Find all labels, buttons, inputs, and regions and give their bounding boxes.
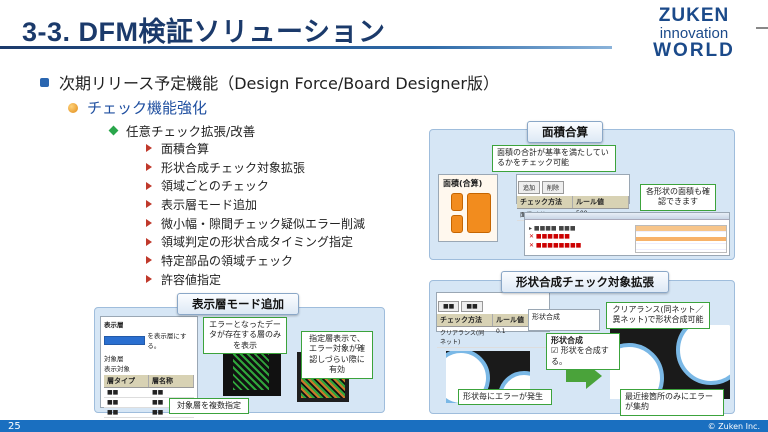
area-shape-label: 面積(合算) [443,179,483,188]
callout-clearance: クリアランス(同ネット／異ネット)で形状合成可能 [606,302,710,329]
col-rule: ルール値 [573,196,629,208]
bullet-level3: 任意チェック拡張/改善 [108,121,256,140]
caption-multi-layer: 対象層を複数指定 [169,398,249,415]
logo-dash [756,27,768,29]
list-item: 領域ごとのチェック [146,176,365,195]
triangle-bullet-icon [146,275,152,284]
col-method: チェック方法 [437,314,493,326]
result-table [635,225,727,253]
list-item: 形状合成チェック対象拡張 [146,158,365,177]
list-item: 微小幅・隙間チェック疑似エラー削減 [146,214,365,233]
triangle-bullet-icon [146,181,152,190]
caption-after: 最近接箇所のみにエラーが集約 [620,389,724,416]
circle-bullet-icon [68,102,78,113]
label-target: 対象層 [104,355,124,363]
triangle-bullet-icon [146,219,152,228]
option-title: 形状合成 [551,336,583,345]
label-display-layer: 表示層 [104,321,124,329]
footer-bar [0,420,768,432]
square-bullet-icon [40,77,49,87]
col-method: チェック方法 [517,196,573,208]
col-layer-name: 層名称 [149,375,194,387]
bullet-level1-text: 次期リリース予定機能（Design Force/Board Designer版） [59,74,499,93]
shape-merge-panel: ■■■■ チェック方法ルール値 クリアランス(同ネット)0.1 形状合成 形状合… [429,280,735,416]
triangle-bullet-icon [146,163,152,172]
shape-merge-panel-title: 形状合成チェック対象拡張 [501,271,669,293]
merge-option-box: 形状合成 [528,309,600,331]
col-layer-type: 層タイプ [104,375,149,387]
title-underline [0,46,612,49]
zuken-logo: ZUKEN innovation WORLD [653,5,735,61]
merge-option-callout: 形状合成 ☑ 形状を合成する。 [546,333,620,371]
bullet-level1: 次期リリース予定機能（Design Force/Board Designer版） [40,70,499,94]
callout-each-area: 各形状の面積も確認できます [640,184,716,211]
page-title: 3-3. DFM検証ソリューション [22,17,386,47]
result-tree: ▸ ■■■■ ■■■✕ ■■■■■■✕ ■■■■■■■■ [529,225,582,249]
copyright: © Zuken Inc. [707,422,760,431]
list-item: 面積合算 [146,139,365,158]
list-item: 表示層モード追加 [146,195,365,214]
list-item: 許容値指定 [146,270,365,289]
add-button[interactable]: ■■ [438,301,460,312]
list-item: 領域判定の形状合成タイミング指定 [146,232,365,251]
shape-b [451,215,463,233]
callout-error-layer: エラーとなったデータが存在する層のみを表示 [203,317,287,355]
after-shape-view [610,325,730,399]
add-button[interactable]: 追加 [518,181,541,194]
area-shape-window: 面積(合算) [438,174,498,242]
delete-button[interactable]: 削除 [542,181,565,194]
bullet-level3-text: 任意チェック拡張/改善 [126,124,256,139]
delete-button[interactable]: ■■ [461,301,483,312]
feature-list: 面積合算 形状合成チェック対象拡張 領域ごとのチェック 表示層モード追加 微小幅… [146,139,365,289]
merge-checkbox[interactable]: ☑ 形状を合成する。 [551,346,609,366]
caption-before: 形状毎にエラーが発生 [458,389,552,406]
list-item: 特定部品の領域チェック [146,251,365,270]
bullet-level2-text: チェック機能強化 [87,99,208,117]
shape-c [467,193,491,233]
triangle-bullet-icon [146,200,152,209]
row-method: クリアランス(同ネット) [440,330,485,346]
triangle-bullet-icon [146,144,152,153]
triangle-bullet-icon [146,237,152,246]
shape-a [451,193,463,211]
diamond-bullet-icon [108,125,119,136]
page-number: 25 [8,421,21,432]
area-sum-panel-title: 面積合算 [527,121,603,143]
layer-settings-window: 表示層 を表示層にする。 対象層 表示対象 層タイプ層名称 ■■■■ ■■■■ … [100,316,198,418]
display-layer-panel: 表示層 を表示層にする。 対象層 表示対象 層タイプ層名称 ■■■■ ■■■■ … [94,307,385,418]
check-result-window: ▸ ■■■■ ■■■✕ ■■■■■■✕ ■■■■■■■■ [524,212,730,256]
label-apply: を表示層にする。 [147,332,187,350]
triangle-bullet-icon [146,256,152,265]
callout-specified-layer: 指定層表示で、エラー対象が確認しづらい際に有効 [301,331,373,379]
label-show-target: 表示対象 [104,365,130,373]
layer-select[interactable] [104,335,146,345]
display-layer-panel-title: 表示層モード追加 [177,293,299,315]
callout-area-sum: 面積の合計が基準を満たしているかをチェック可能 [492,145,616,172]
bullet-level2: チェック機能強化 [68,97,207,118]
